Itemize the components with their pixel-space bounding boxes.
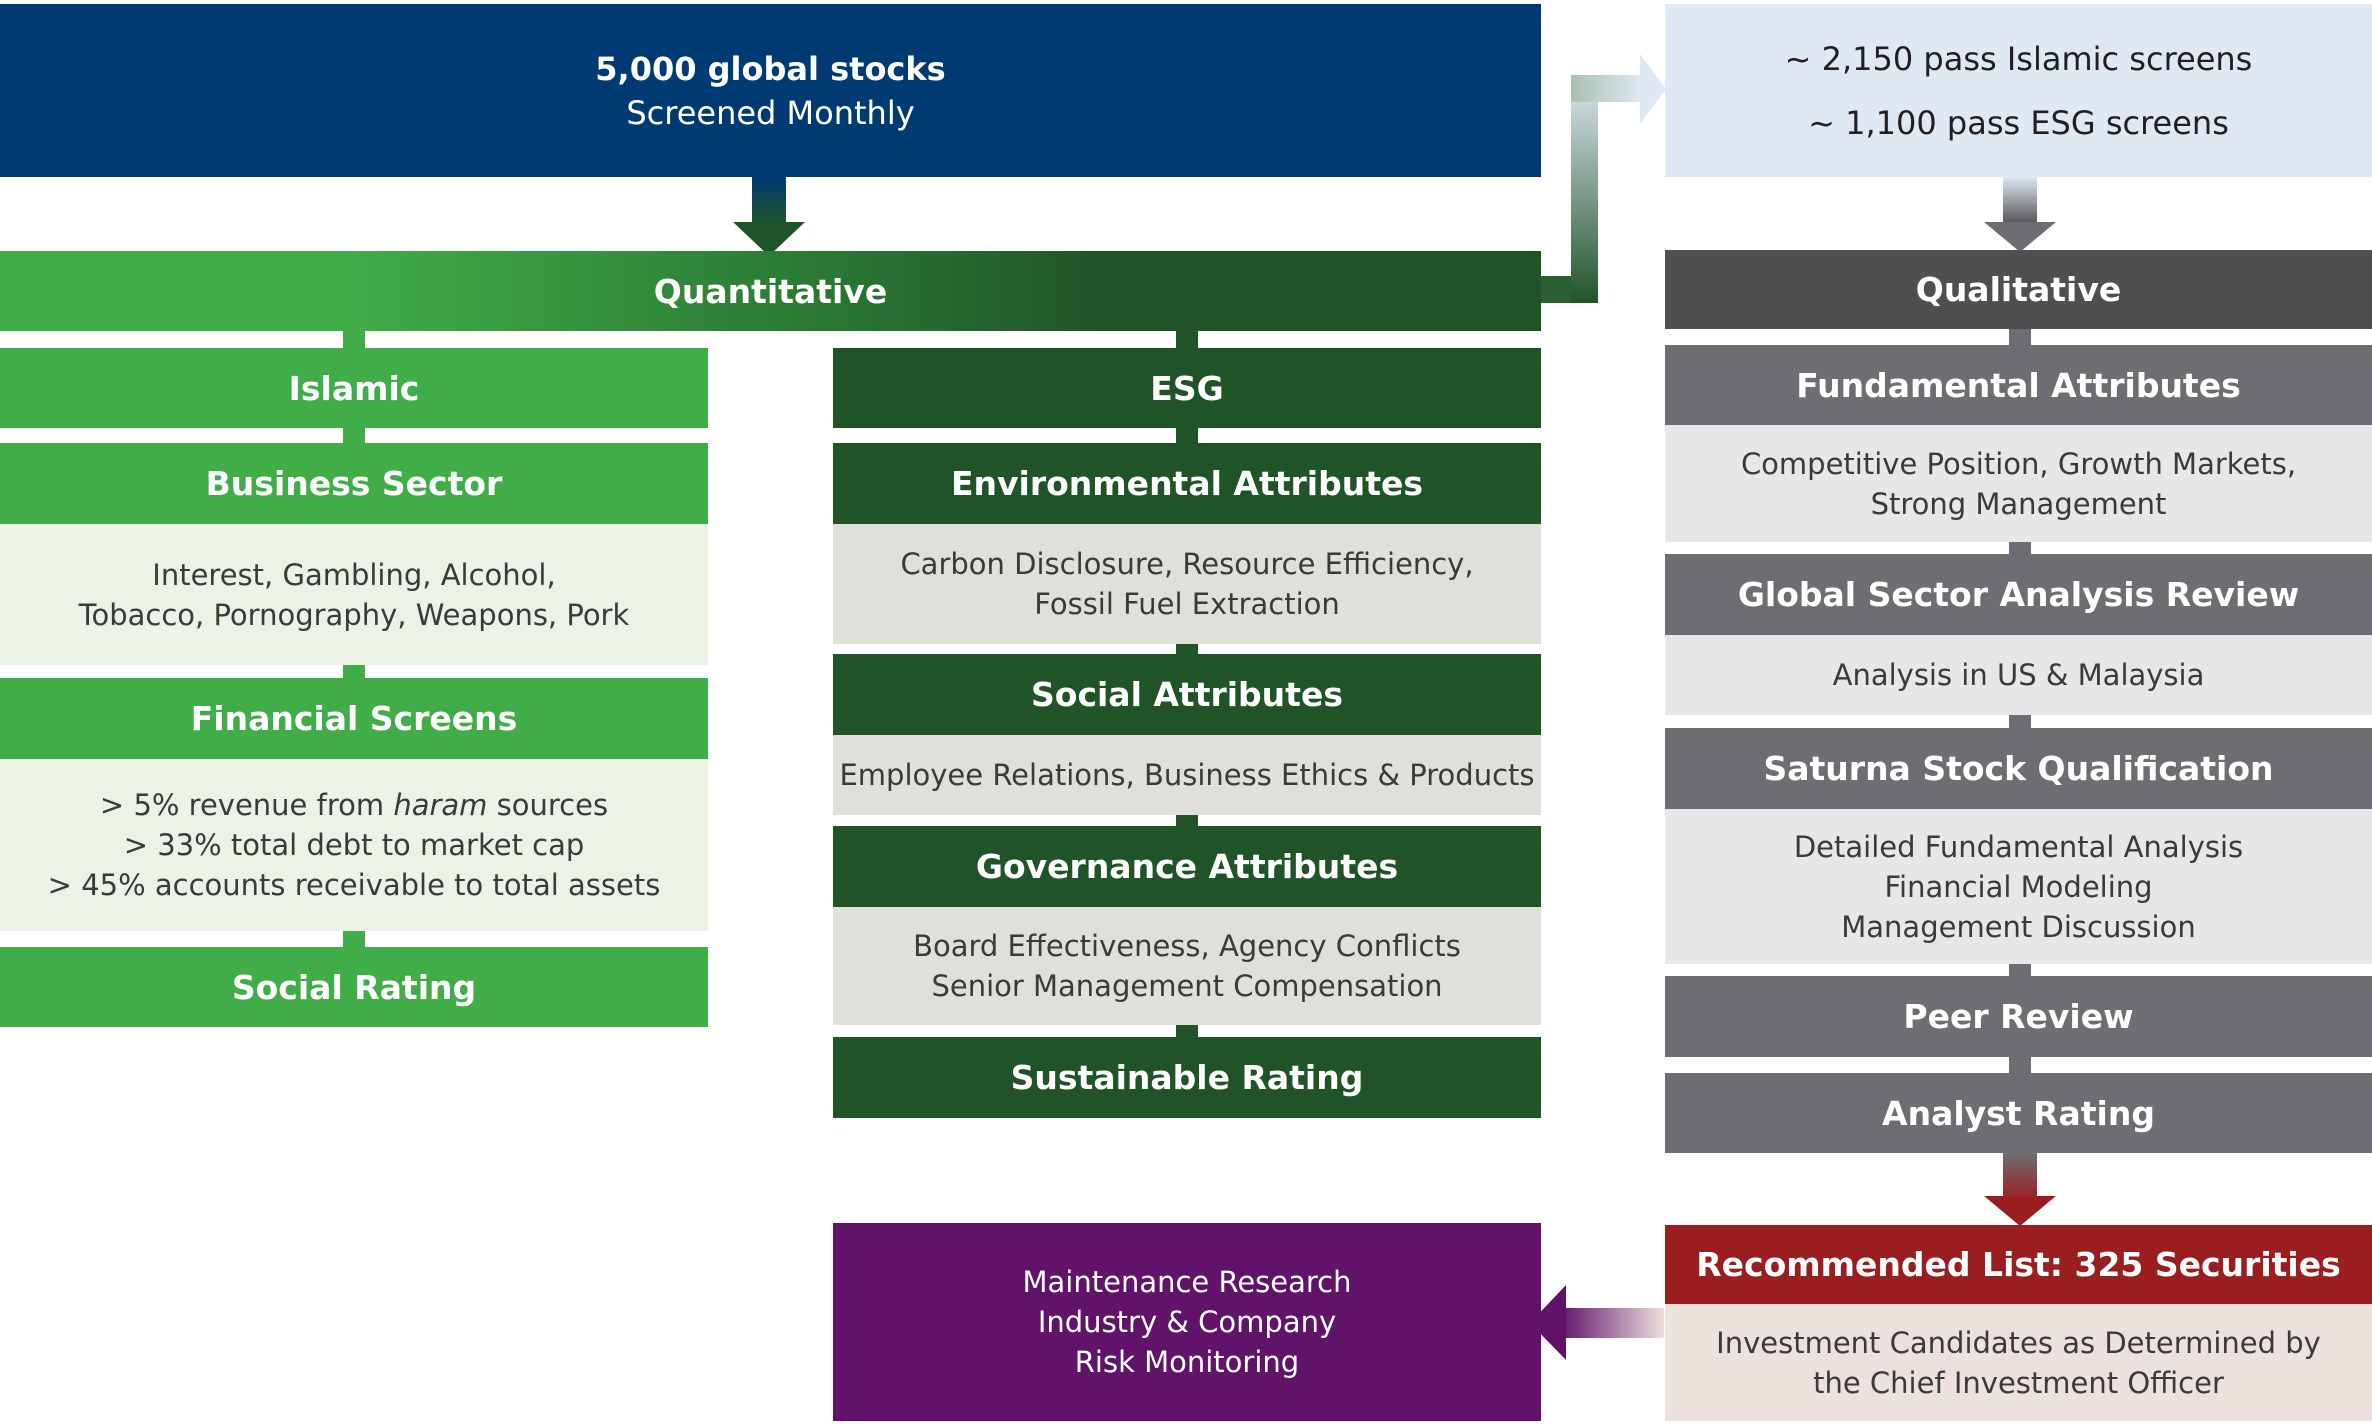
social-attributes-header: Social Attributes — [833, 654, 1541, 735]
top-subtitle: Screened Monthly — [626, 93, 915, 132]
analyst-rating-box: Analyst Rating — [1665, 1073, 2372, 1153]
connector — [2009, 329, 2031, 346]
arrow-results-to-qualitative — [1984, 177, 2056, 252]
financial-line-1-pre: > 5% revenue from — [99, 788, 394, 822]
connector — [343, 331, 365, 349]
fundamental-header: Fundamental Attributes — [1665, 345, 2372, 425]
fundamental-line: Strong Management — [1870, 486, 2167, 521]
recommended-header: Recommended List: 325 Securities — [1665, 1225, 2372, 1304]
maintenance-box: Maintenance Research Industry & Company … — [833, 1223, 1541, 1421]
governance-header: Governance Attributes — [833, 826, 1541, 907]
peer-review-label: Peer Review — [1903, 997, 2134, 1036]
arrow-top-to-quantitative — [733, 177, 805, 256]
connector — [1176, 1025, 1198, 1038]
fundamental-line: Competitive Position, Growth Markets, — [1740, 446, 2297, 481]
islamic-label: Islamic — [288, 368, 420, 408]
connector — [343, 931, 365, 948]
saturna-label: Saturna Stock Qualification — [1763, 749, 2274, 788]
analyst-rating-label: Analyst Rating — [1882, 1093, 2155, 1133]
financial-line-1: > 5% revenue from haram sources — [100, 785, 608, 825]
business-sector-line: Interest, Gambling, Alcohol, — [152, 557, 556, 592]
peer-review-box: Peer Review — [1665, 976, 2372, 1057]
financial-screens-header: Financial Screens — [0, 678, 708, 759]
results-islamic: ~ 2,150 pass Islamic screens — [1784, 39, 2253, 78]
global-sector-body: Analysis in US & Malaysia — [1665, 635, 2372, 715]
connector — [1176, 331, 1198, 349]
social-rating-box: Social Rating — [0, 947, 708, 1027]
results-esg: ~ 1,100 pass ESG screens — [1808, 103, 2229, 142]
islamic-header: Islamic — [0, 348, 708, 428]
quantitative-bar: Quantitative — [0, 251, 1541, 331]
results-box: ~ 2,150 pass Islamic screens ~ 1,100 pas… — [1665, 4, 2372, 177]
sustainable-rating-label: Sustainable Rating — [1010, 1058, 1364, 1097]
connector — [2009, 964, 2031, 977]
recommended-label: Recommended List: 325 Securities — [1696, 1245, 2341, 1284]
connector — [2009, 542, 2031, 555]
environmental-line: Carbon Disclosure, Resource Efficiency, — [900, 547, 1474, 581]
recommended-body: Investment Candidates as Determined by t… — [1665, 1304, 2372, 1421]
social-attributes-label: Social Attributes — [1031, 675, 1343, 714]
governance-label: Governance Attributes — [975, 847, 1399, 886]
financial-line-1-em: haram — [393, 788, 488, 822]
social-attributes-body: Employee Relations, Business Ethics & Pr… — [833, 735, 1541, 815]
environmental-body: Carbon Disclosure, Resource Efficiency, … — [833, 524, 1541, 644]
connector — [343, 428, 365, 444]
financial-line-3: > 45% accounts receivable to total asset… — [47, 868, 661, 902]
qualitative-label: Qualitative — [1915, 270, 2122, 309]
financial-line-1-post: sources — [487, 788, 609, 822]
connector — [1176, 644, 1198, 655]
business-sector-body: Interest, Gambling, Alcohol, Tobacco, Po… — [0, 524, 708, 665]
social-attributes-line: Employee Relations, Business Ethics & Pr… — [839, 758, 1535, 792]
arrow-quantitative-to-results — [1540, 54, 1666, 303]
saturna-line: Financial Modeling — [1884, 869, 2153, 904]
governance-line: Board Effectiveness, Agency Conflicts — [913, 929, 1461, 963]
sustainable-rating-box: Sustainable Rating — [833, 1037, 1541, 1118]
financial-line-2: > 33% total debt to market cap — [123, 828, 585, 862]
social-rating-label: Social Rating — [231, 967, 477, 1007]
governance-body: Board Effectiveness, Agency Conflicts Se… — [833, 907, 1541, 1025]
saturna-line: Detailed Fundamental Analysis — [1793, 829, 2244, 864]
quantitative-label-box: Quantitative — [0, 251, 1541, 331]
global-sector-label: Global Sector Analysis Review — [1737, 575, 2300, 614]
business-sector-label: Business Sector — [205, 464, 503, 503]
saturna-body: Detailed Fundamental Analysis Financial … — [1665, 809, 2372, 964]
global-sector-header: Global Sector Analysis Review — [1665, 554, 2372, 635]
recommended-line: Investment Candidates as Determined by — [1716, 1325, 2321, 1360]
financial-screens-body: > 5% revenue from haram sources > 33% to… — [0, 759, 708, 931]
financial-screens-label: Financial Screens — [190, 699, 518, 738]
environmental-header: Environmental Attributes — [833, 443, 1541, 524]
connector — [2009, 715, 2031, 729]
arrow-analyst-to-recommended — [1984, 1153, 2056, 1226]
saturna-header: Saturna Stock Qualification — [1665, 728, 2372, 809]
quantitative-text: Quantitative — [653, 271, 888, 311]
connector — [1176, 815, 1198, 827]
fundamental-body: Competitive Position, Growth Markets, St… — [1665, 425, 2372, 542]
top-box: 5,000 global stocks Screened Monthly — [0, 4, 1541, 177]
connector — [1176, 428, 1198, 444]
business-sector-header: Business Sector — [0, 443, 708, 524]
top-title: 5,000 global stocks — [595, 49, 946, 88]
governance-line: Senior Management Compensation — [931, 969, 1443, 1003]
arrow-recommended-to-maintenance — [1530, 1285, 1664, 1360]
global-sector-line: Analysis in US & Malaysia — [1832, 658, 2205, 692]
environmental-label: Environmental Attributes — [951, 464, 1423, 503]
maintenance-line: Maintenance Research — [1022, 1265, 1352, 1299]
connector — [2009, 1057, 2031, 1074]
fundamental-label: Fundamental Attributes — [1796, 365, 2241, 405]
qualitative-bar: Qualitative — [1665, 250, 2372, 329]
esg-header: ESG — [833, 348, 1541, 428]
maintenance-line: Industry & Company — [1037, 1305, 1337, 1339]
business-sector-line: Tobacco, Pornography, Weapons, Pork — [78, 597, 630, 632]
esg-label: ESG — [1150, 368, 1224, 408]
connector — [343, 665, 365, 679]
environmental-line: Fossil Fuel Extraction — [1034, 587, 1340, 621]
recommended-line: the Chief Investment Officer — [1813, 1365, 2224, 1400]
maintenance-line: Risk Monitoring — [1074, 1345, 1300, 1379]
saturna-line: Management Discussion — [1841, 909, 2196, 944]
